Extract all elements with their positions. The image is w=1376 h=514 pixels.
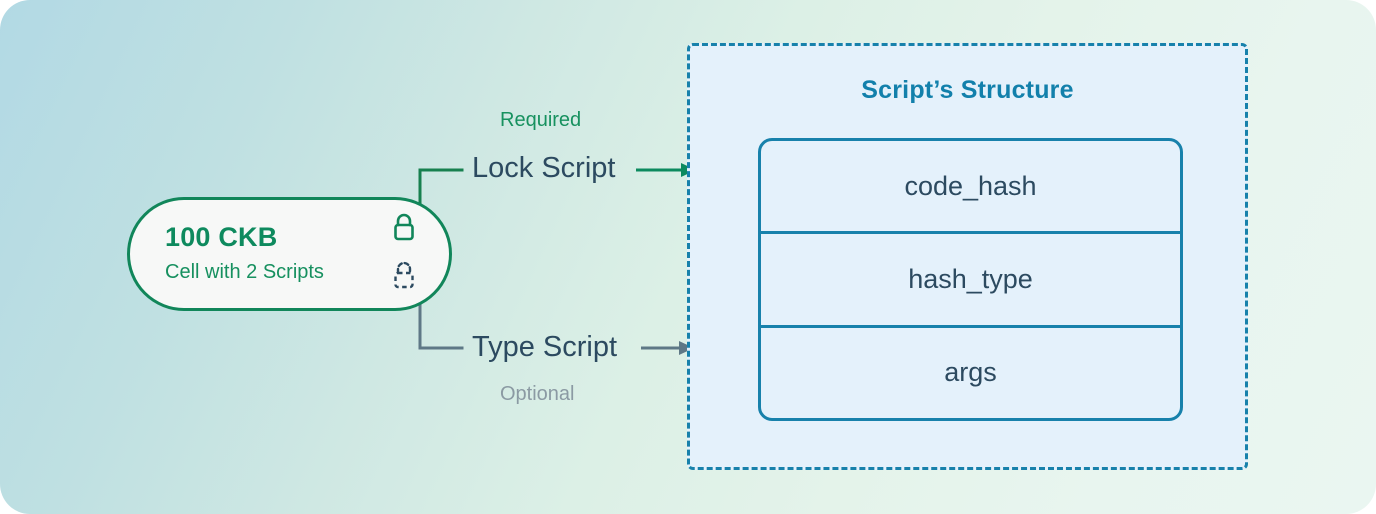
cell-description: Cell with 2 Scripts	[165, 261, 324, 284]
cell-icon-group	[389, 200, 419, 308]
cell-card[interactable]: 100 CKB Cell with 2 Scripts	[127, 197, 452, 311]
cell-text-block: 100 CKB Cell with 2 Scripts	[165, 221, 324, 288]
lock-script-label[interactable]: Lock Script	[472, 152, 616, 184]
table-row: args	[944, 357, 997, 388]
table-row: code_hash	[761, 141, 1180, 235]
type-script-label[interactable]: Type Script	[472, 331, 618, 363]
cell-amount: 100 CKB	[165, 221, 278, 252]
script-structure-title: Script’s Structure	[861, 76, 1074, 104]
lock-icon-solid	[389, 211, 419, 250]
script-fields-table: code_hash hash_type args	[758, 138, 1183, 421]
type-script-note: Optional	[500, 383, 575, 405]
lock-icon-dashed	[389, 259, 419, 298]
table-row: hash_type	[761, 234, 1180, 328]
script-structure-panel: Script’s Structure code_hash hash_type a…	[687, 43, 1248, 470]
lock-script-note: Required	[500, 109, 582, 131]
